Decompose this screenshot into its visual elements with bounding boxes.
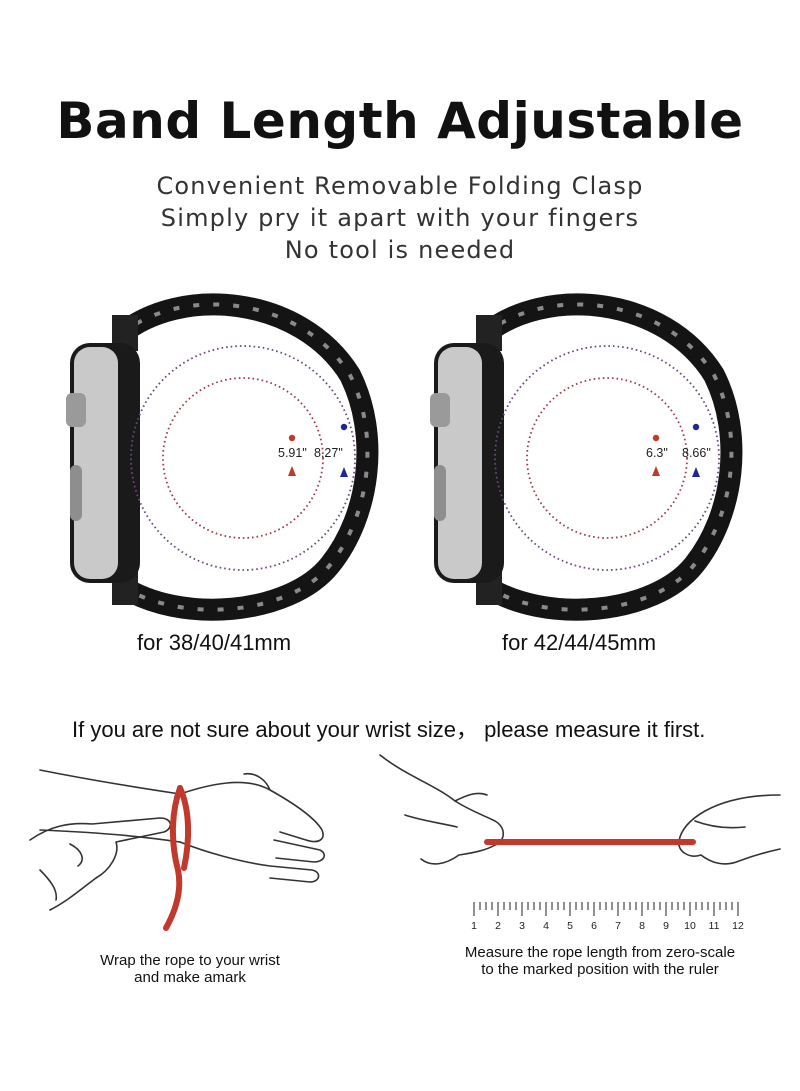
inner-start-marker xyxy=(288,434,296,442)
helper-hand-outline xyxy=(29,817,172,911)
band-links xyxy=(112,293,379,621)
size-label-small: for 38/40/41mm xyxy=(137,630,292,655)
rope-loop xyxy=(177,785,192,871)
step2-line-1: Measure the rope length from zero-scale xyxy=(464,944,736,961)
size-label-large: for 42/44/45mm xyxy=(502,630,657,655)
inner-circle xyxy=(526,377,688,539)
outer-length-label: 8.66" xyxy=(682,446,711,460)
right-hand-outline xyxy=(678,794,781,865)
ruler-number: 4 xyxy=(543,920,549,932)
inner-end-arrow xyxy=(652,466,660,476)
ruler-number: 11 xyxy=(709,920,720,932)
step1-caption: Wrap the rope to your wrist and make ama… xyxy=(60,952,320,986)
digital-crown xyxy=(430,393,450,427)
digital-crown xyxy=(66,393,86,427)
inner-circle xyxy=(162,377,324,539)
step1-line-1: Wrap the rope to your wrist xyxy=(100,952,280,969)
outer-end-arrow xyxy=(340,467,348,477)
step2-line-2: to the marked position with the ruler xyxy=(481,961,719,978)
ruler-number: 1 xyxy=(471,920,477,932)
outer-start-marker xyxy=(340,423,348,431)
watch-side xyxy=(438,347,482,579)
ruler-number: 9 xyxy=(663,920,669,932)
ruler-number: 10 xyxy=(684,920,696,932)
inner-end-arrow xyxy=(288,466,296,476)
ruler-number: 3 xyxy=(519,920,525,932)
rope-measure-illustration xyxy=(379,754,781,865)
outer-circle xyxy=(494,345,720,571)
outer-circle xyxy=(130,345,356,571)
wrist-wrap-illustration xyxy=(29,769,326,931)
ruler-number: 6 xyxy=(591,920,597,932)
ruler-number: 2 xyxy=(495,920,501,932)
subtitle-line-3: No tool is needed xyxy=(284,236,516,264)
outer-end-arrow xyxy=(692,467,700,477)
forearm-outline xyxy=(39,769,181,843)
step1-line-2: and make amark xyxy=(134,969,246,986)
outer-length-label: 8.27" xyxy=(314,446,343,460)
page-title: Band Length Adjustable xyxy=(56,92,744,150)
watch-illustration-large: 6.3" 8.66" xyxy=(430,293,743,621)
ruler-number: 12 xyxy=(732,920,744,932)
ruler-number: 5 xyxy=(567,920,573,932)
side-button xyxy=(434,465,446,521)
measure-instruction: If you are not sure about your wrist siz… xyxy=(72,717,706,742)
inner-length-label: 6.3" xyxy=(646,446,668,460)
band-links xyxy=(476,293,743,621)
side-button xyxy=(70,465,82,521)
inner-length-label: 5.91" xyxy=(278,446,307,460)
outer-start-marker xyxy=(692,423,700,431)
hand-outline xyxy=(179,772,326,883)
watch-side xyxy=(74,347,118,579)
rope xyxy=(163,785,183,931)
left-hand-outline xyxy=(379,754,505,865)
subtitle-line-2: Simply pry it apart with your fingers xyxy=(160,204,640,232)
inner-start-marker xyxy=(652,434,660,442)
ruler-number: 8 xyxy=(639,920,645,932)
ruler-number: 7 xyxy=(615,920,621,932)
step2-caption: Measure the rope length from zero-scale … xyxy=(420,944,780,978)
subtitle-line-1: Convenient Removable Folding Clasp xyxy=(156,172,644,200)
ruler-ticks xyxy=(473,902,739,916)
watch-illustration-small: 5.91" 8.27" xyxy=(66,293,379,621)
